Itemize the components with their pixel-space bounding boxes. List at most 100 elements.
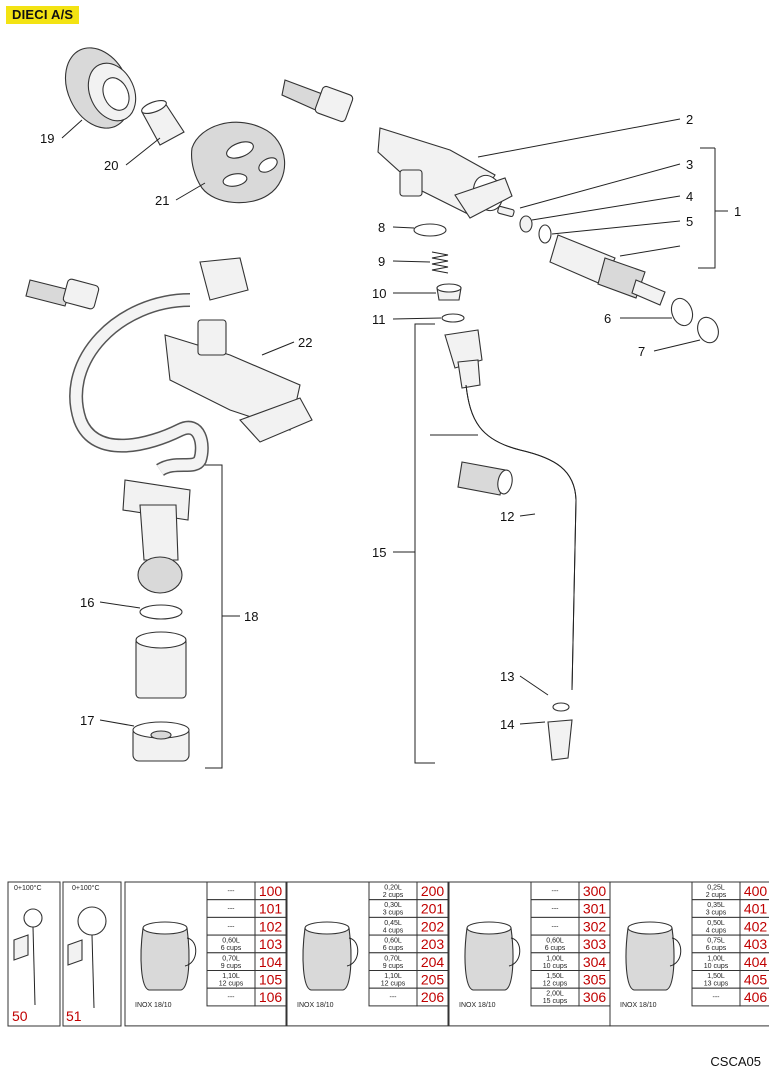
- jug-capacity: ---: [390, 994, 398, 1001]
- jug-capacity: 0,70L: [222, 955, 240, 962]
- jug-code: 205: [421, 972, 445, 988]
- jug-material-label: INOX 18/10: [297, 1002, 334, 1009]
- jug-code: 203: [421, 936, 445, 952]
- jug-handle: [346, 937, 359, 967]
- jug-cups: 12 cups: [543, 981, 568, 988]
- jug-code: 202: [421, 918, 445, 934]
- part-1-spindle: [549, 234, 666, 306]
- callout-7: 7: [638, 344, 645, 359]
- jug-capacity: 1,00L: [707, 955, 725, 962]
- milk-jug-image: [140, 927, 190, 991]
- callout-3: 3: [686, 157, 693, 172]
- jug-cups: 6 cups: [706, 945, 727, 952]
- jug-handle: [669, 937, 682, 967]
- jug-cups: 9 cups: [221, 963, 242, 970]
- jug-row: ---206: [368, 987, 449, 1007]
- jug-capacity: 0,70L: [384, 955, 402, 962]
- callout-22: 22: [298, 335, 312, 350]
- callout-8: 8: [378, 220, 385, 235]
- jug-code: 102: [259, 918, 283, 934]
- milk-jug-image: [302, 927, 352, 991]
- callout-numbers: 1 2 3 4 5 6 7 8 9 10 11 12 13 14 15 16 1…: [40, 112, 741, 732]
- jug-cups: 12 cups: [381, 981, 406, 988]
- jug-row: ---302: [530, 916, 611, 936]
- jug-code: 401: [744, 901, 768, 917]
- milk-jug-image: [464, 927, 514, 991]
- part-22-valve-body: [25, 257, 313, 443]
- part-13-o-ring: [552, 702, 570, 712]
- jug-cups: 3 cups: [706, 910, 727, 917]
- jug-capacity: 0,20L: [384, 885, 402, 892]
- jug-capacity: ---: [228, 906, 236, 913]
- part-10-seal-cup: [436, 283, 462, 301]
- jug-code: 106: [259, 989, 283, 1005]
- callout-4: 4: [686, 189, 693, 204]
- jug-code: 306: [583, 989, 607, 1005]
- callout-13: 13: [500, 669, 514, 684]
- part-3-pin: [497, 205, 515, 218]
- jug-cups: 12 cups: [219, 981, 244, 988]
- thermometer-50-code: 50: [12, 1008, 28, 1024]
- thermometer-50-card: 0+100°C 50: [7, 881, 61, 1027]
- jug-code: 103: [259, 936, 283, 952]
- jug-code: 101: [259, 901, 283, 917]
- jug-handle: [508, 937, 521, 967]
- callout-16: 16: [80, 595, 94, 610]
- jug-capacity: 0,45L: [384, 920, 402, 927]
- jug-cups: 4 cups: [706, 927, 727, 934]
- part-9-spring: [431, 251, 449, 274]
- callout-14: 14: [500, 717, 514, 732]
- jug-code: 105: [259, 972, 283, 988]
- brand-label: DIECI A/S: [6, 6, 80, 24]
- jug-code: 104: [259, 954, 283, 970]
- callout-19: 19: [40, 131, 54, 146]
- jug-row: ---102: [206, 916, 287, 936]
- callout-2: 2: [686, 112, 693, 127]
- jug-code: 406: [744, 989, 768, 1005]
- jug-row: --- 101: [206, 899, 287, 918]
- jug-capacity: 0,60L: [546, 938, 564, 945]
- jug-rim: [627, 921, 673, 935]
- callout-11: 11: [372, 312, 386, 327]
- jug-code: 303: [583, 936, 607, 952]
- callout-6: 6: [604, 311, 611, 326]
- jug-capacity: 0,30L: [384, 902, 402, 909]
- jug-code: 301: [583, 901, 607, 917]
- frother-sleeve: [135, 631, 187, 699]
- jug-material-label: INOX 18/10: [459, 1002, 496, 1009]
- part-15-steam-wand: [444, 329, 577, 691]
- jug-code: 305: [583, 972, 607, 988]
- code-cell: [254, 987, 287, 1007]
- callout-1: 1: [734, 204, 741, 219]
- jug-row: ---100: [206, 881, 287, 901]
- part-5-ring: [538, 224, 552, 244]
- part-17-cap: [132, 721, 190, 762]
- jug-code: 201: [421, 901, 445, 917]
- jug-capacity: 0,25L: [707, 885, 725, 892]
- jug-code: 403: [744, 936, 768, 952]
- jug-row: ---300: [530, 881, 611, 901]
- hose: [69, 293, 209, 477]
- part-21-knob-cap: [191, 121, 286, 204]
- jug-capacity: 1,10L: [222, 973, 240, 980]
- diagram-code: CSCA05: [710, 1054, 761, 1069]
- jug-capacity: ---: [552, 888, 560, 895]
- jug-code: 204: [421, 954, 445, 970]
- jug-cups: 2 cups: [383, 892, 404, 899]
- callout-20: 20: [104, 158, 118, 173]
- callout-5: 5: [686, 214, 693, 229]
